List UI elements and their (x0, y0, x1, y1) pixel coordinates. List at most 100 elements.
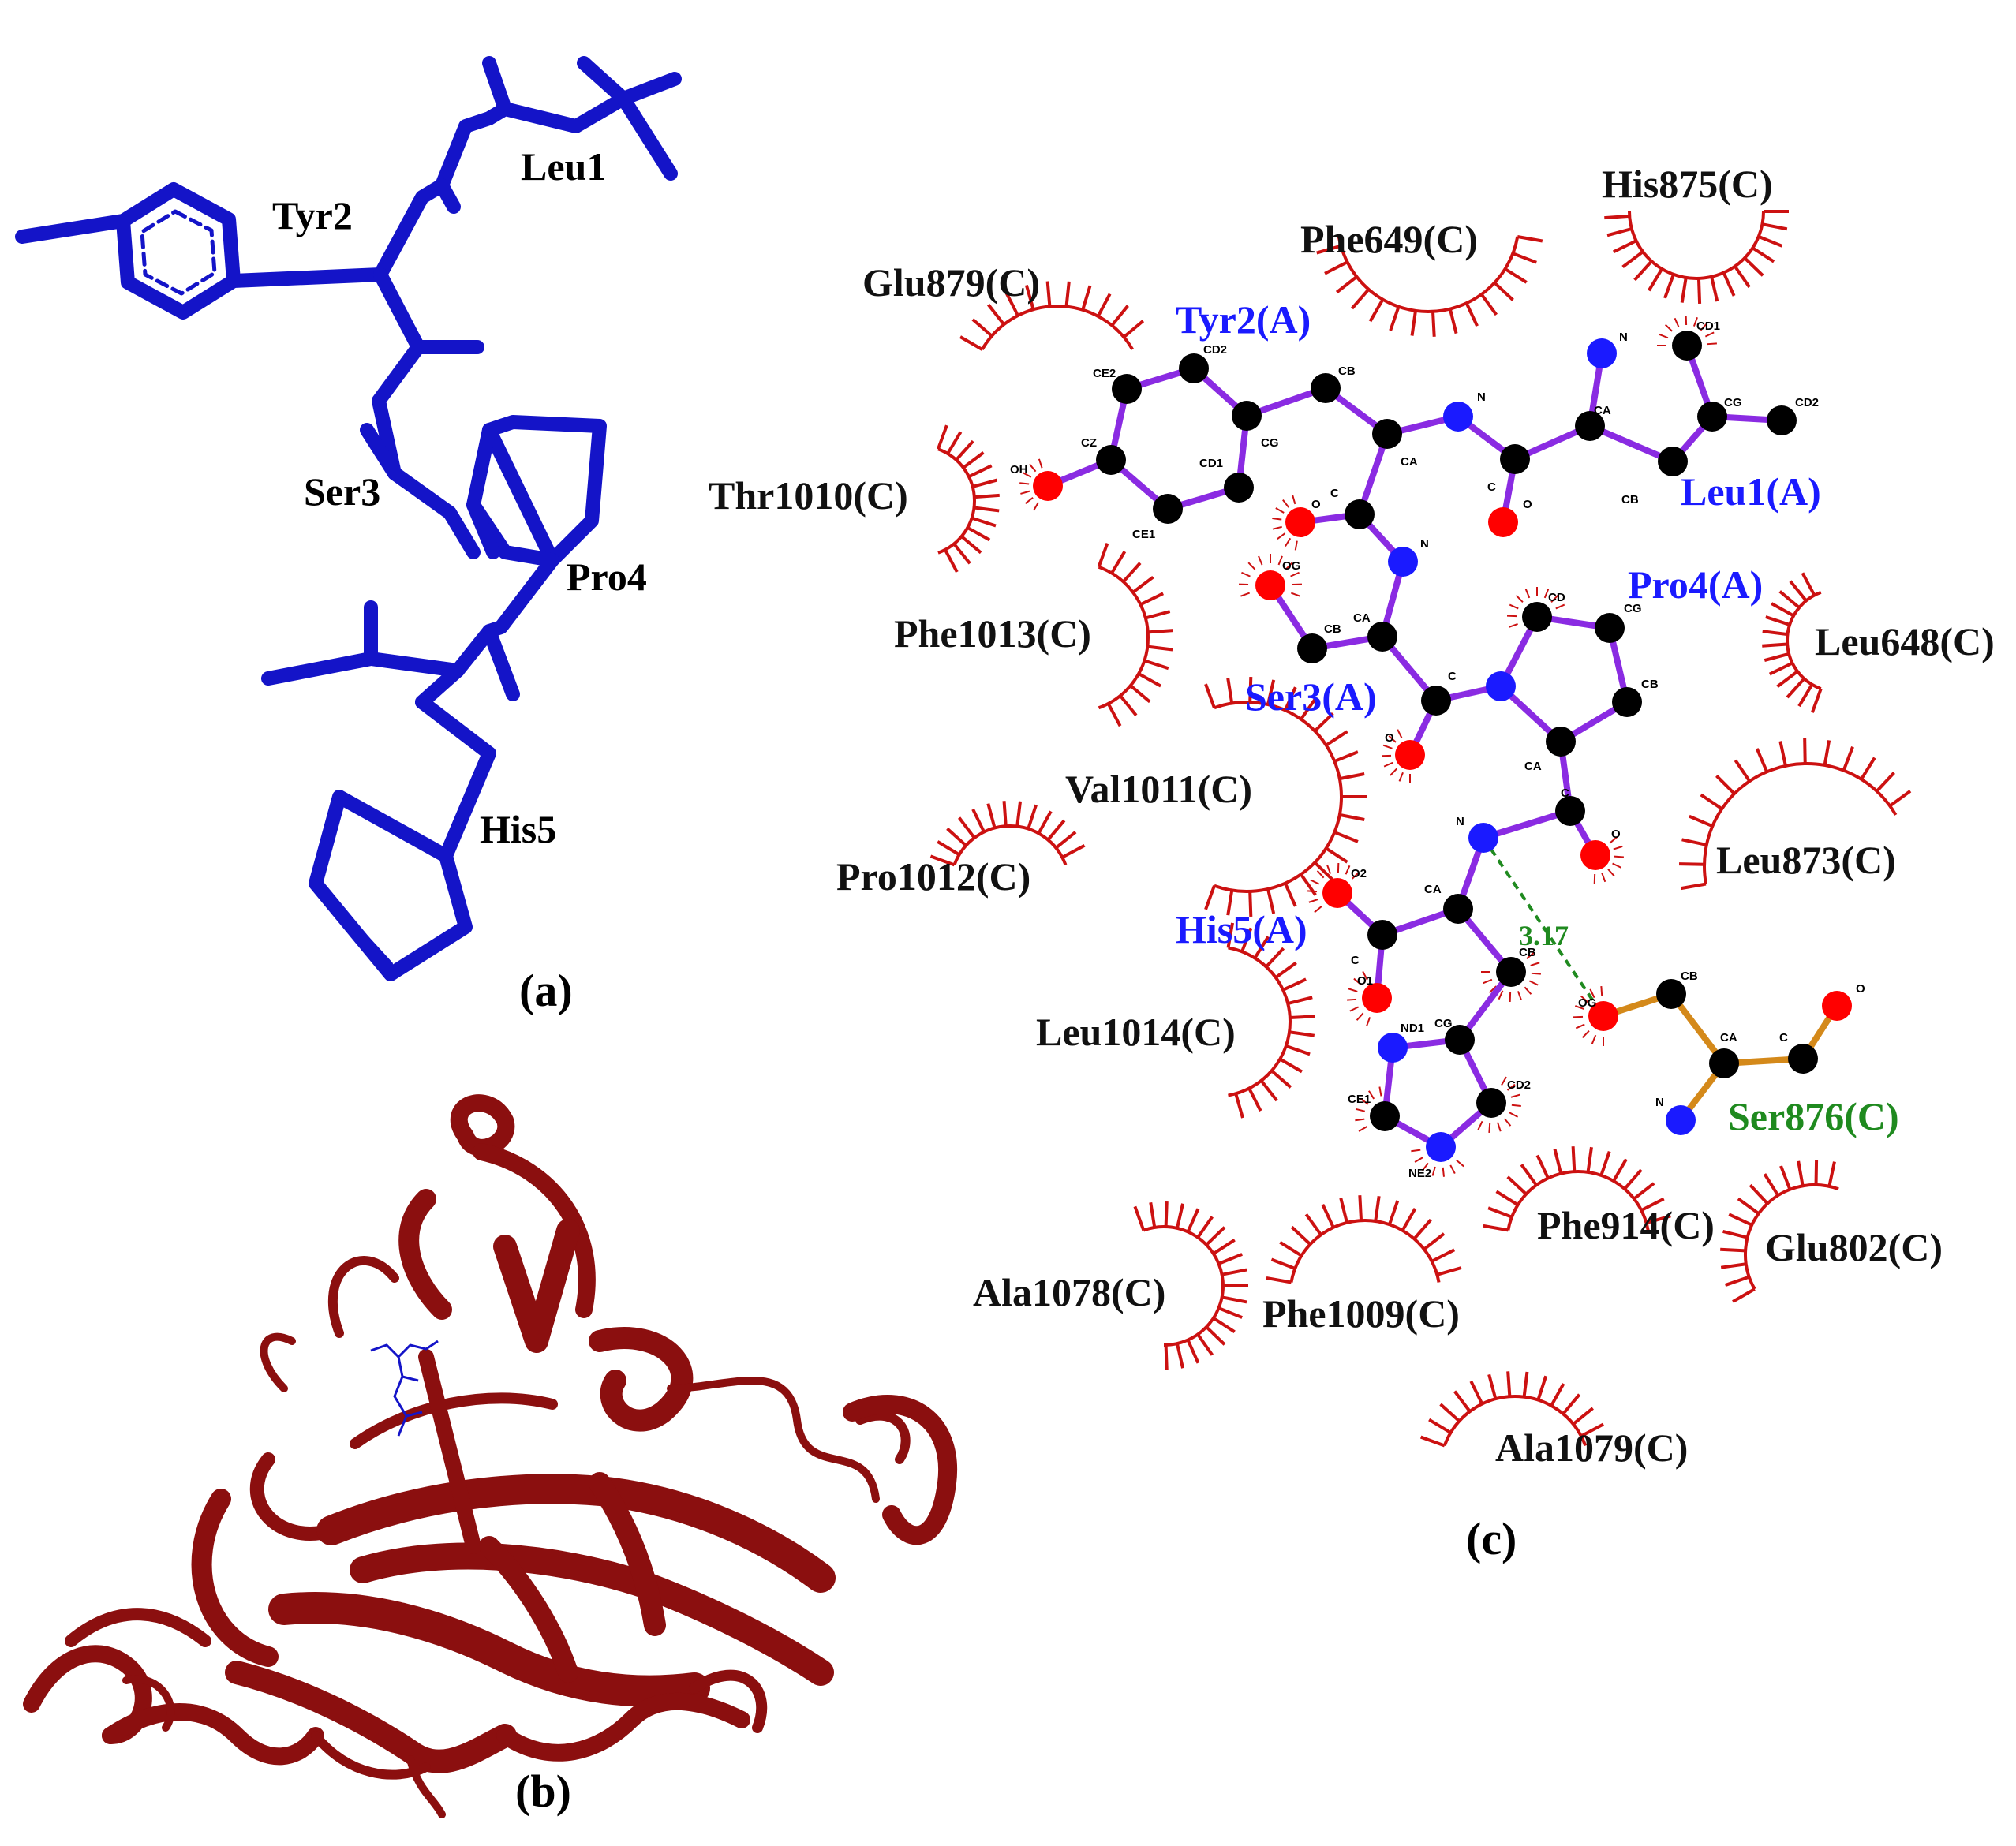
atom-label-his-o2: O2 (1351, 867, 1367, 880)
hydrophobic-arc-pro1012 (929, 801, 1086, 867)
atom-label-ser-cb: CB (1324, 622, 1341, 636)
atom-ser876-o (1822, 991, 1852, 1021)
atom-ser876-ca (1709, 1048, 1739, 1078)
atom-label-leu-n2: N (1619, 331, 1628, 344)
residue-label-phe649: Phe649(C) (1300, 217, 1478, 261)
hydrophobic-arc-leu-cd1-contact (1657, 315, 1717, 346)
atom-labels: CD2 CE2 CB CZ CG OH CD1 CE1 O C CA N CD1… (1010, 320, 1865, 1180)
hydrophobic-arc-phe649 (1316, 234, 1543, 337)
hydrophobic-arc-ser876-og-contact (1573, 986, 1604, 1046)
panel-label-a: (a) (519, 965, 573, 1016)
atom-label-his-ce1: CE1 (1348, 1093, 1371, 1106)
atom-pro-c (1555, 796, 1585, 826)
residue-label-thr1010: Thr1010(C) (709, 473, 908, 518)
atom-label-ser876-n: N (1655, 1096, 1664, 1109)
hydrophobic-arc-his-o1-contact (1347, 970, 1371, 1027)
atom-label-tyr-ca: CA (1401, 455, 1418, 469)
atom-label-ser876-o: O (1856, 982, 1865, 996)
atom-pro-n (1486, 671, 1516, 701)
hydrophobic-arc-phe1013 (1097, 542, 1173, 727)
residue-label-his875: His875(C) (1602, 162, 1773, 206)
hydrophobic-arc-ser-og-contact (1238, 554, 1303, 597)
atom-label-his-nd1: ND1 (1401, 1022, 1424, 1035)
atom-label-leu-n: N (1477, 390, 1486, 404)
hydrophobic-arc-ala1079 (1419, 1371, 1605, 1448)
atom-his-cb (1496, 957, 1526, 987)
atom-label-pro-c: C (1561, 787, 1569, 800)
atom-label-ser-o: O (1385, 731, 1394, 745)
hydrophobic-arc-ala1078 (1133, 1201, 1248, 1371)
atom-label-tyr-ce1: CE1 (1132, 528, 1155, 541)
atom-his-cg (1445, 1025, 1475, 1055)
stick-label-tyr2: Tyr2 (272, 193, 353, 237)
stick-label-leu1: Leu1 (521, 144, 606, 189)
residue-label-phe1013: Phe1013(C) (894, 611, 1091, 656)
atom-leu-cd1 (1672, 331, 1702, 361)
atom-ser876-n (1666, 1105, 1696, 1135)
atom-ser-c (1421, 686, 1451, 716)
atom-tyr-ce1 (1153, 494, 1183, 524)
hydrophobic-arc-tyr-oh-contact (1019, 458, 1043, 511)
atom-label-tyr-ce2: CE2 (1093, 367, 1116, 380)
ligplot-panel: 3.17 (709, 162, 1995, 1564)
atom-label-ser-ca: CA (1353, 611, 1371, 625)
ligand-label-leu1: Leu1(A) (1681, 469, 1821, 514)
residue-label-leu873: Leu873(C) (1716, 838, 1896, 882)
stick-label-his5: His5 (480, 807, 556, 851)
hydrophobic-arc-his-cd2-contact (1468, 1076, 1521, 1133)
atom-leu-cb (1658, 447, 1688, 476)
hydrophobic-arc-his875 (1604, 210, 1789, 304)
ligand-label-ser3: Ser3(A) (1245, 674, 1377, 719)
atom-his-c (1367, 920, 1397, 950)
atom-tyr-cd1 (1224, 473, 1254, 503)
hydrophobic-arcs (929, 210, 1912, 1448)
atom-label-tyr-cd2: CD2 (1203, 343, 1227, 357)
hbond-line (1482, 836, 1605, 1018)
residue-label-glu802: Glu802(C) (1765, 1225, 1943, 1269)
atom-label-his-ne2: NE2 (1408, 1167, 1431, 1180)
residue-label-glu879: Glu879(C) (862, 260, 1040, 305)
atom-label-pro-ca: CA (1524, 760, 1542, 773)
atom-his-n (1468, 823, 1498, 853)
atom-label-leu-o: O (1523, 498, 1532, 511)
atom-label-leu-c: C (1487, 480, 1496, 494)
residue-label-leu1014: Leu1014(C) (1036, 1010, 1236, 1054)
atom-label-leu-ca: CA (1594, 404, 1611, 417)
residue-label-val1011: Val1011(C) (1065, 767, 1252, 811)
residue-label-ala1079: Ala1079(C) (1495, 1426, 1688, 1470)
atom-leu-cd2 (1767, 405, 1797, 435)
atom-ser-og (1255, 570, 1285, 600)
atom-ser876-c (1788, 1044, 1818, 1074)
atom-leu-n (1443, 402, 1473, 432)
atoms-group (1033, 331, 1852, 1162)
hbond-distance: 3.17 (1519, 920, 1569, 951)
hydrophobic-arc-tyr-o-contact (1272, 495, 1298, 551)
stick-model-panel (15, 56, 682, 981)
his-ring (309, 790, 473, 981)
atom-tyr-ca (1372, 419, 1402, 449)
atom-tyr-cz (1096, 445, 1126, 475)
atom-leu-o (1488, 507, 1518, 537)
atom-label-tyr-c: C (1330, 487, 1339, 500)
ligand-label-his5: His5(A) (1176, 907, 1307, 951)
hydrophobic-arc-his-ce1-contact (1355, 1086, 1382, 1132)
stick-label-ser3: Ser3 (304, 469, 380, 514)
atom-ser876-cb (1656, 979, 1686, 1009)
atom-tyr-oh (1033, 471, 1063, 501)
atom-ser-cb (1297, 633, 1327, 663)
atom-his-ne2 (1426, 1132, 1456, 1162)
residue-label-phe1009: Phe1009(C) (1262, 1291, 1460, 1336)
hydrophobic-arc-his-ne2-contact (1411, 1149, 1464, 1177)
atom-label-his-ca: CA (1424, 883, 1442, 896)
panel-label-c: (c) (1466, 1513, 1517, 1564)
atom-label-ser876-ca: CA (1720, 1031, 1737, 1044)
atom-label-ser-og: OG (1282, 559, 1300, 573)
atom-label-tyr-o: O (1311, 498, 1321, 511)
atom-label-his-cb: CB (1519, 946, 1536, 959)
residue-label-ala1078: Ala1078(C) (973, 1270, 1165, 1314)
atom-label-pro-cb: CB (1641, 678, 1659, 691)
hbond-residue-label: Ser876(C) (1728, 1094, 1899, 1138)
atom-label-ser876-cb: CB (1681, 970, 1698, 983)
atom-pro-cb (1612, 687, 1642, 717)
hydrophobic-arc-ser-o-contact (1381, 729, 1411, 783)
